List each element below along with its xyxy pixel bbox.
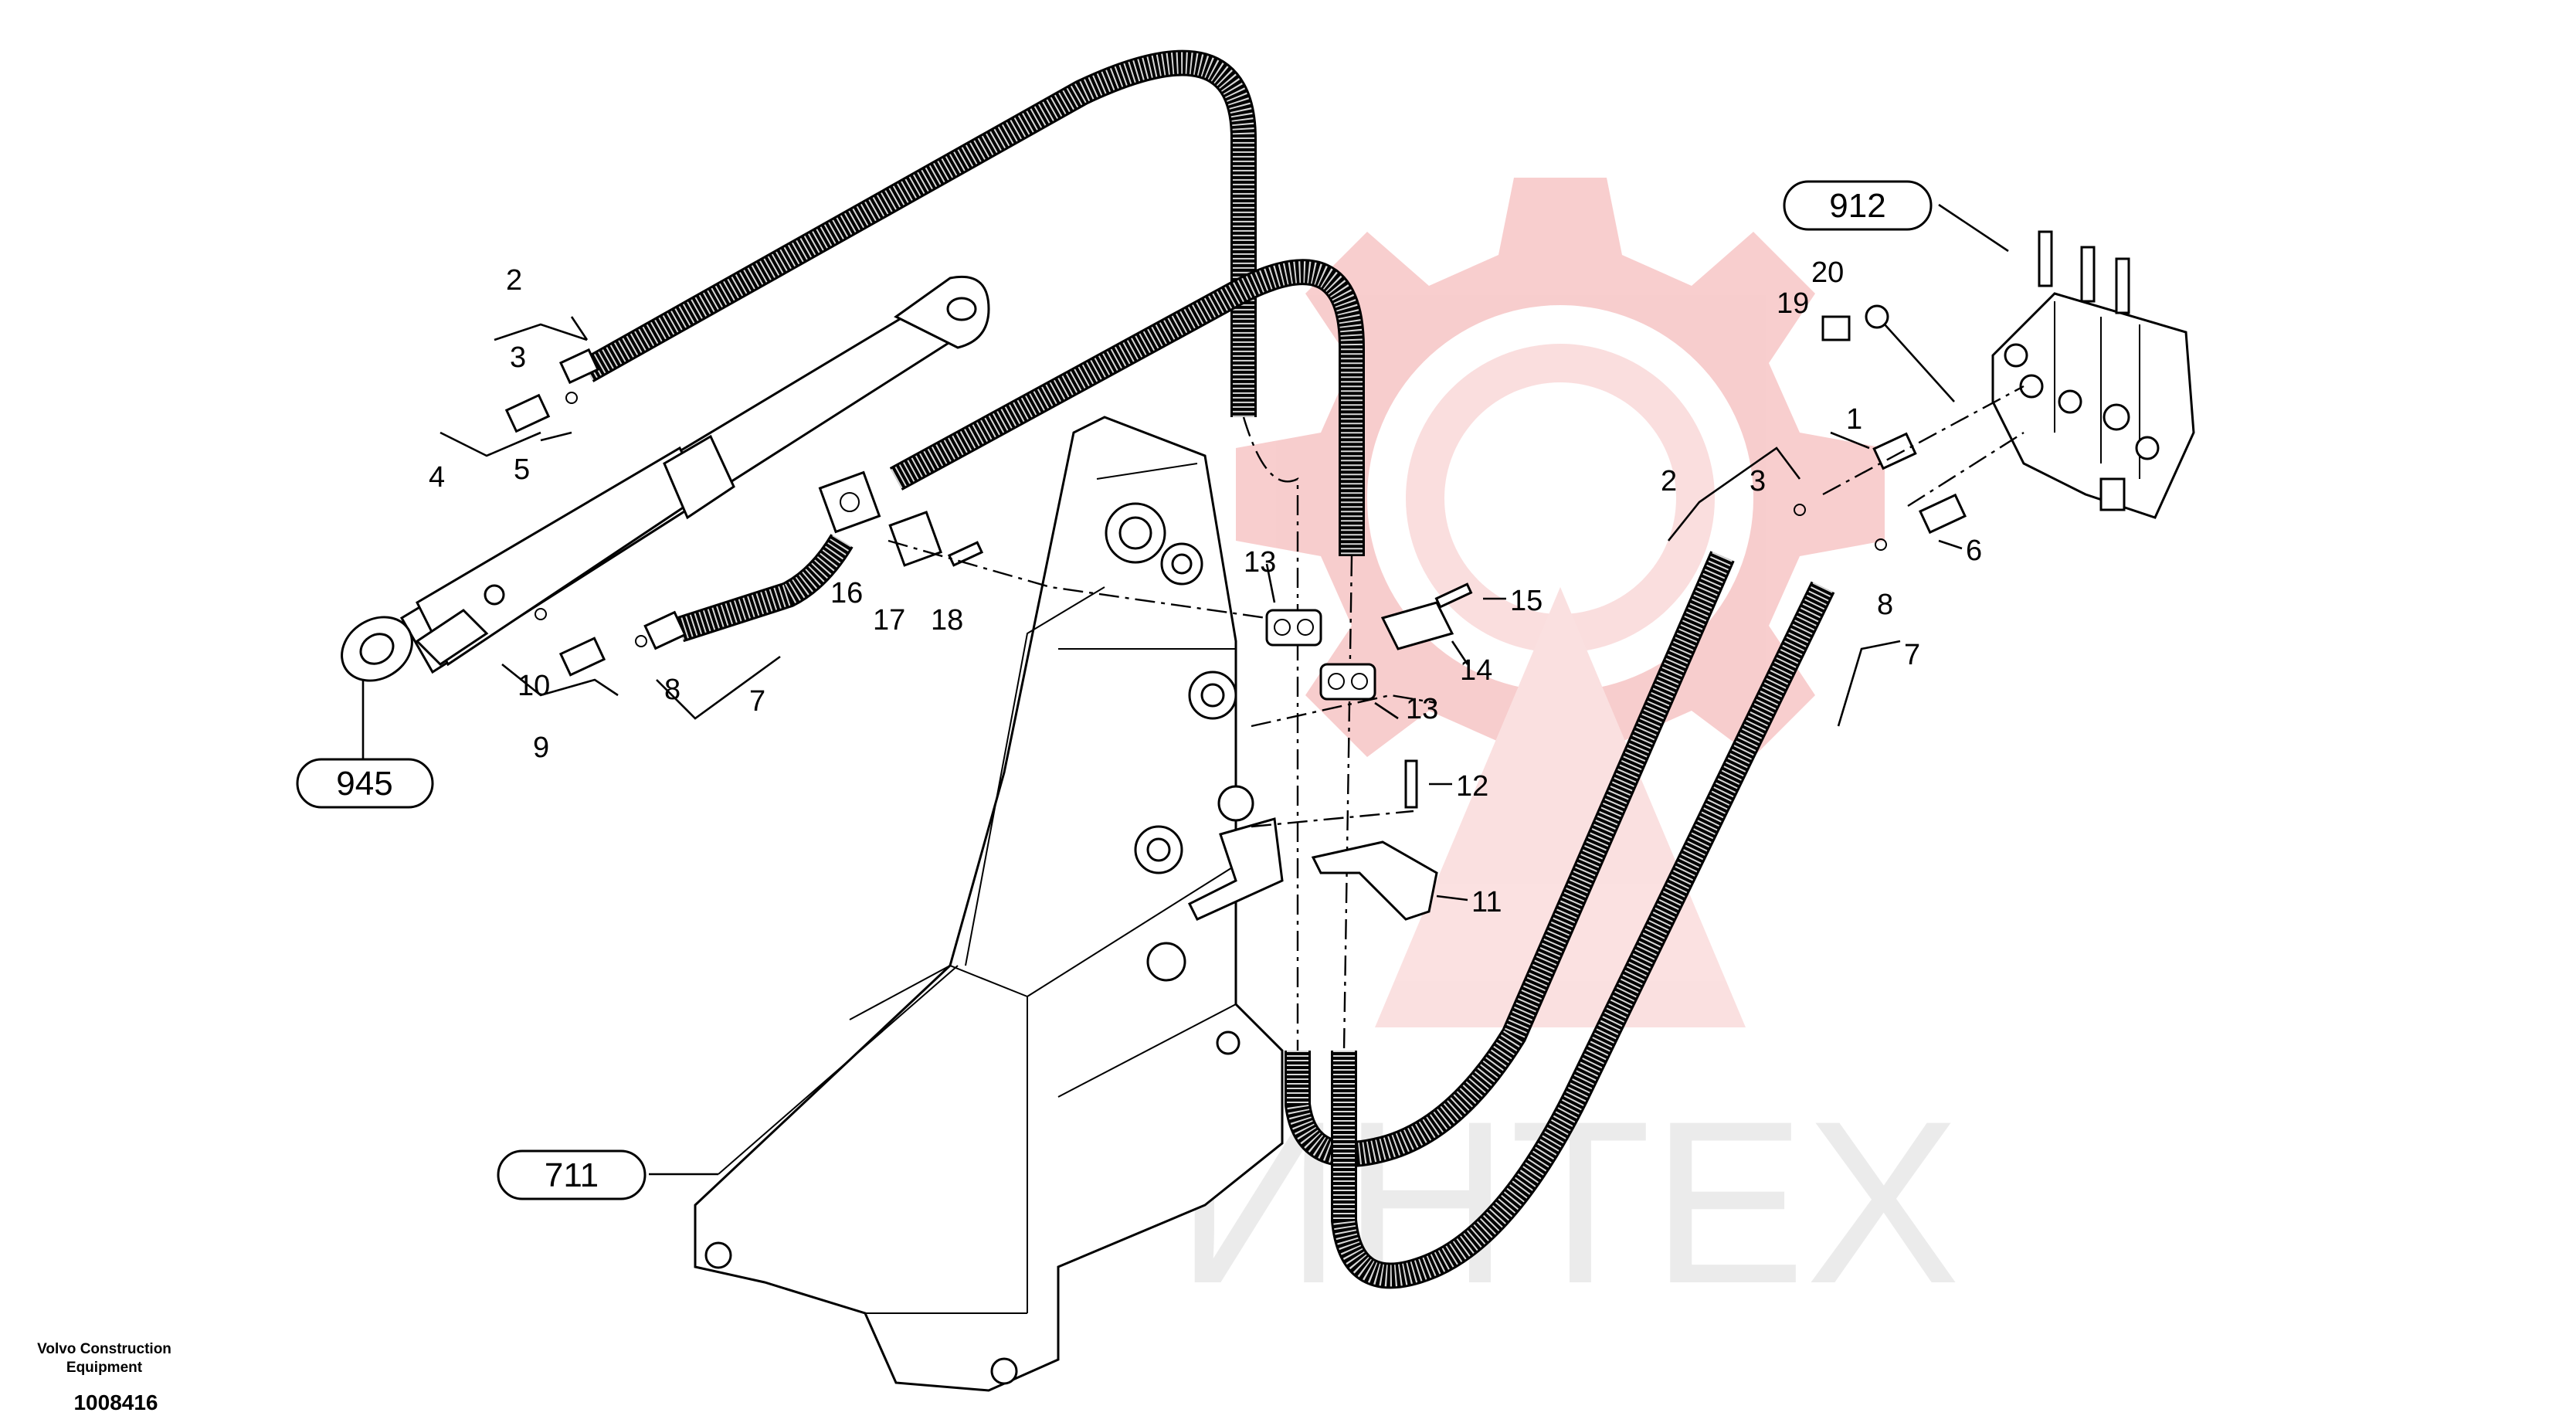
upper-hose-short <box>889 259 1365 556</box>
callout-5: 5 <box>514 453 530 486</box>
callout-2-upper-left: 2 <box>506 264 522 297</box>
company-name-line1: Volvo Construction <box>37 1341 171 1357</box>
drawing-footer: Volvo Construction Equipment 1008416 <box>37 1341 171 1414</box>
reference-number-945: 945 <box>336 765 392 803</box>
callout-15: 15 <box>1510 585 1543 617</box>
callout-8-right: 8 <box>1877 589 1893 621</box>
watermark: ИНТЕХ <box>1176 178 1960 1332</box>
callout-19: 19 <box>1777 287 1809 320</box>
reference-label-912: 912 <box>1783 180 1933 231</box>
cylinder-hose <box>675 534 854 643</box>
callout-16: 16 <box>830 577 863 609</box>
callout-7-left: 7 <box>749 685 765 718</box>
drawing-number: 1008416 <box>73 1390 158 1414</box>
callout-numbers: 2 3 4 5 16 17 18 10 8 7 9 13 13 14 15 12… <box>429 256 1982 918</box>
callout-12: 12 <box>1456 770 1488 803</box>
company-name-line2: Equipment <box>66 1360 143 1376</box>
callout-18: 18 <box>931 604 963 637</box>
clamps-13 <box>1265 582 1473 921</box>
hose-route-dash-2 <box>1342 555 1353 1051</box>
fittings <box>504 304 1967 677</box>
callout-2-right: 2 <box>1661 465 1677 497</box>
leader-lines <box>361 203 2024 1176</box>
callout-17: 17 <box>873 604 905 637</box>
callout-13-upper: 13 <box>1244 546 1276 579</box>
upper-hose-long <box>580 49 1257 417</box>
boom-frame <box>694 416 1284 1392</box>
callout-7-right: 7 <box>1904 639 1920 671</box>
callout-10: 10 <box>518 670 550 702</box>
reference-label-945: 945 <box>296 758 434 809</box>
callout-9: 9 <box>533 732 549 764</box>
callout-4: 4 <box>429 461 445 494</box>
callout-1: 1 <box>1846 403 1862 436</box>
callout-11: 11 <box>1471 886 1502 918</box>
reference-label-711: 711 <box>497 1149 647 1200</box>
callout-3-upper-left: 3 <box>510 341 526 374</box>
callout-14: 14 <box>1460 654 1492 687</box>
control-valve <box>1991 230 2195 519</box>
lower-hose-7 <box>1331 581 1835 1289</box>
hose-route-dash-1 <box>1242 416 1299 1051</box>
callout-3-right: 3 <box>1750 465 1766 497</box>
lower-hose-2 <box>1285 551 1735 1167</box>
hydraulic-cylinder <box>341 275 990 682</box>
callout-20: 20 <box>1811 256 1844 289</box>
callout-6: 6 <box>1966 535 1982 567</box>
reference-number-711: 711 <box>545 1156 599 1194</box>
callout-8-left: 8 <box>664 674 680 706</box>
reference-number-912: 912 <box>1829 187 1885 225</box>
callout-13-lower: 13 <box>1406 693 1438 725</box>
